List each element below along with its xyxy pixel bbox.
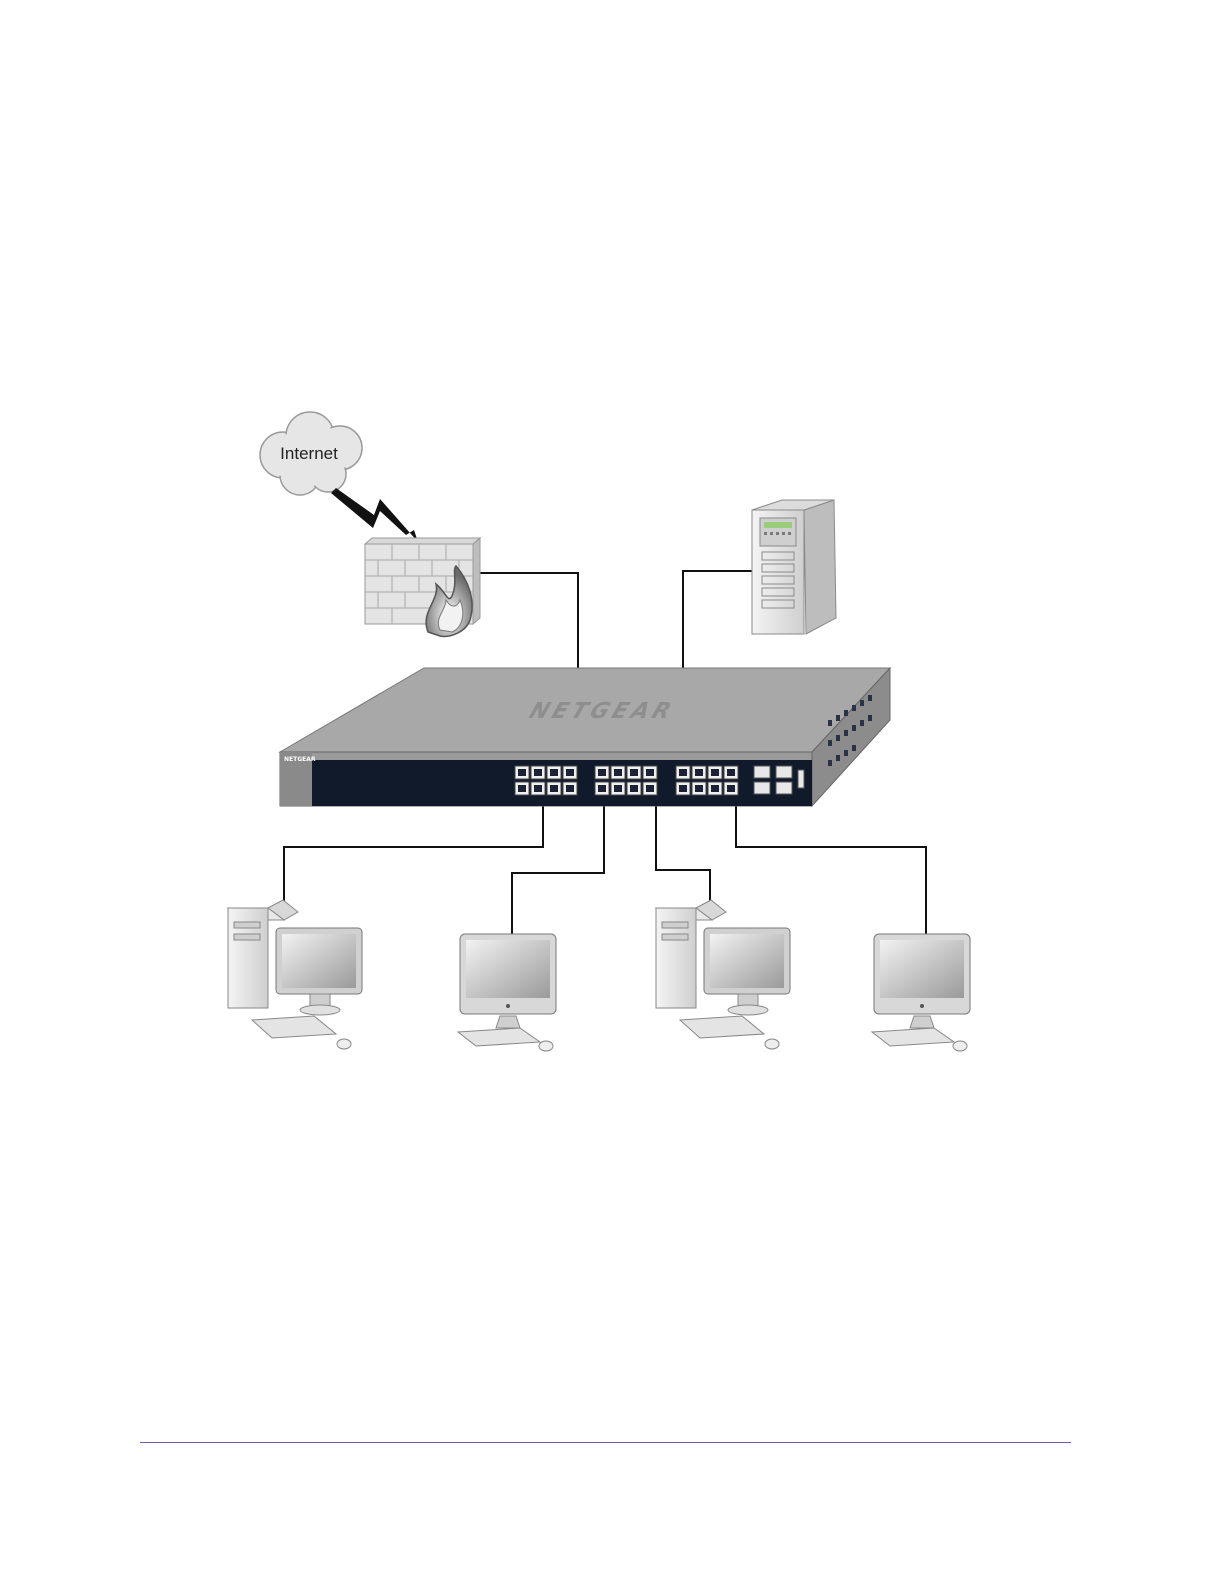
rj45-port-socket [614,769,622,776]
rj45-port-socket [695,785,703,792]
rj45-port-socket [711,785,719,792]
cloud-icon: Internet [260,412,362,495]
rj45-port-socket [679,769,687,776]
link-switch-mac1 [512,800,604,945]
all-in-one-pc-icon [872,934,970,1051]
rj45-port-socket [646,769,654,776]
link-switch-mac2 [736,800,926,945]
rj45-port-socket [614,785,622,792]
rj45-port-socket [550,785,558,792]
rj45-port-socket [534,785,542,792]
rj45-port-socket [679,785,687,792]
link-switch-pc2 [656,800,710,905]
rj45-port-socket [566,769,574,776]
rj45-port-socket [711,769,719,776]
rj45-port-socket [630,785,638,792]
rj45-port-socket [727,785,735,792]
rj45-port-socket [598,785,606,792]
rj45-port-socket [727,769,735,776]
rj45-port-socket [630,769,638,776]
link-switch-pc1 [284,800,543,905]
desktop-pc-icon [656,900,790,1049]
network-switch-icon: NETGEAR NETGEAR [280,668,890,806]
cloud-label: Internet [280,444,338,463]
rj45-port-socket [518,785,526,792]
switch-brand-top: NETGEAR [526,699,679,724]
all-in-one-pc-icon [458,934,556,1051]
rj45-port-socket [646,785,654,792]
rj45-port-socket [518,769,526,776]
firewall-icon [365,538,480,636]
rj45-port-socket [534,769,542,776]
rj45-port-socket [566,785,574,792]
rj45-port-socket [598,769,606,776]
footer-divider [140,1442,1071,1443]
server-icon [752,500,836,634]
desktop-pc-icon [228,900,362,1049]
switch-brand-front: NETGEAR [284,756,316,763]
rj45-port-socket [550,769,558,776]
rj45-port-socket [695,769,703,776]
